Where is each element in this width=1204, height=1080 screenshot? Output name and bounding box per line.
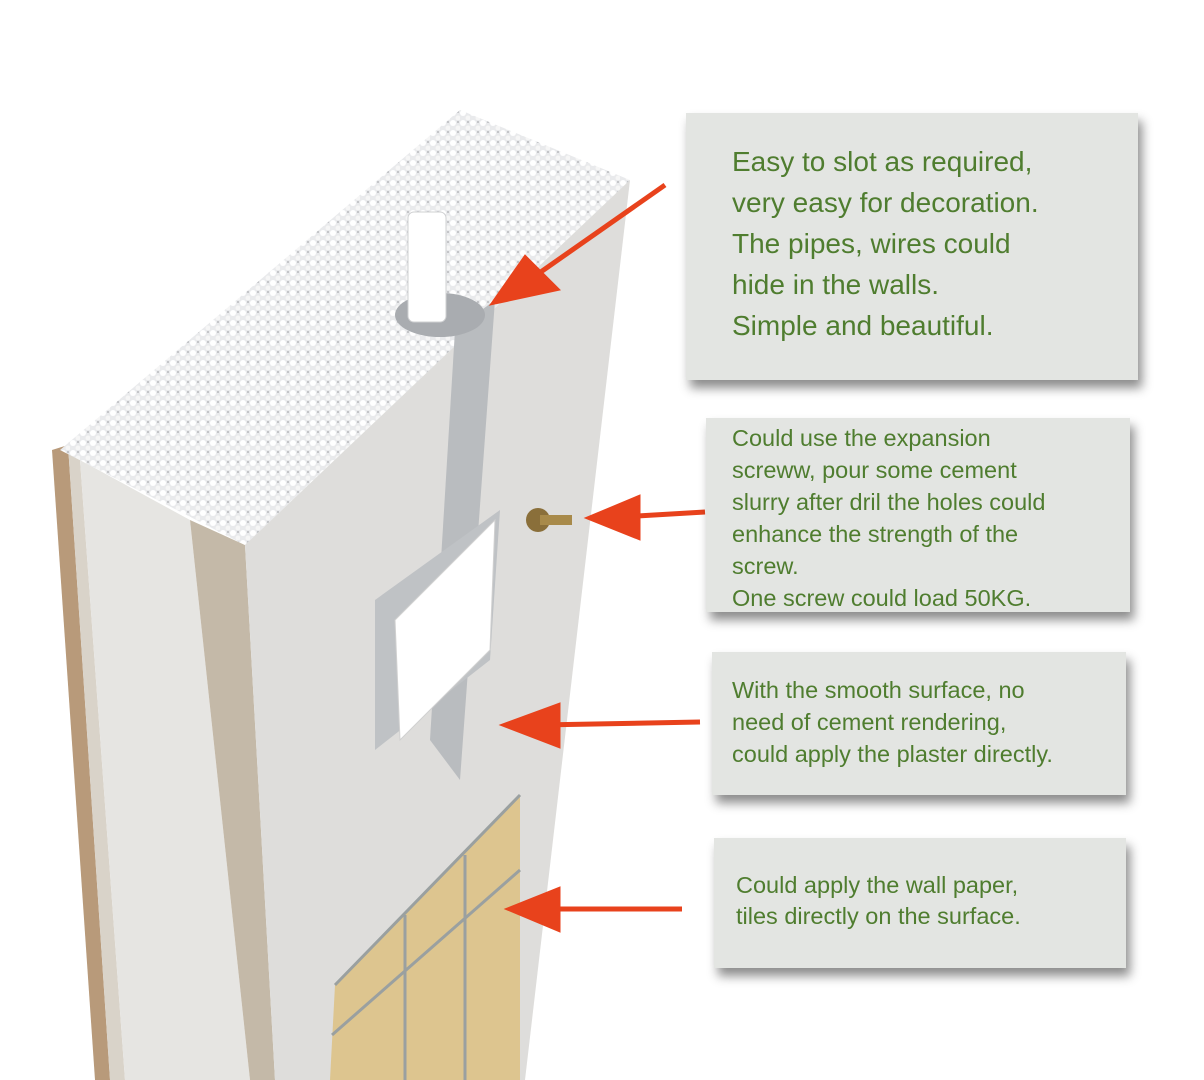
callout-line: screw. — [732, 553, 799, 579]
callout-line: Simple and beautiful. — [732, 310, 994, 341]
callout-line: enhance the strength of the — [732, 521, 1019, 547]
callout-surface: With the smooth surface, no need of ceme… — [712, 652, 1126, 795]
pipe-icon — [407, 211, 447, 323]
callout-line: Could use the expansion — [732, 425, 991, 451]
panel-side-board-inner — [68, 445, 125, 1080]
callout-line: could apply the plaster directly. — [732, 741, 1053, 767]
expansion-screw-icon — [526, 508, 550, 532]
callout-line: need of cement rendering, — [732, 709, 1007, 735]
callout-arrows — [488, 182, 706, 933]
arrow-1-head — [488, 254, 562, 306]
callout-line: very easy for decoration. — [732, 187, 1039, 218]
callout-tiles: Could apply the wall paper, tiles direct… — [714, 838, 1126, 968]
callout-line: One screw could load 50KG. — [732, 585, 1032, 611]
callout-line: tiles directly on the surface. — [736, 903, 1021, 929]
arrow-4-head — [503, 886, 561, 933]
callout-line: Could apply the wall paper, — [736, 872, 1019, 898]
panel-side-board-outer — [52, 445, 110, 1080]
panel-top-foam — [60, 110, 630, 545]
arrow-3-head — [498, 702, 561, 749]
callout-line: With the smooth surface, no — [732, 677, 1025, 703]
callout-line: The pipes, wires could — [732, 228, 1011, 259]
callout-slot: Easy to slot as required, very easy for … — [686, 113, 1138, 380]
arrow-2-head — [583, 494, 641, 541]
callout-line: slurry after dril the holes could — [732, 489, 1046, 515]
arrow-3 — [539, 719, 701, 728]
tile-section — [330, 795, 520, 1080]
panel-side-board-front — [190, 520, 275, 1080]
callout-screw: Could use the expansion screww, pour som… — [706, 418, 1130, 612]
callout-line: screww, pour some cement — [732, 457, 1017, 483]
callout-line: Easy to slot as required, — [732, 146, 1033, 177]
tile-grout — [331, 793, 522, 1080]
switch-plate — [394, 518, 496, 742]
screw-bolt — [540, 515, 572, 525]
callout-line: hide in the walls. — [732, 269, 940, 300]
panel-side-core — [80, 460, 250, 1080]
